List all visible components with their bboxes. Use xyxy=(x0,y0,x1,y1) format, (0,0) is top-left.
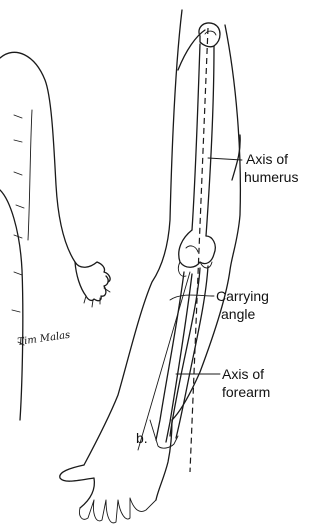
palm-outline xyxy=(156,420,172,500)
humerus-head-detail xyxy=(205,31,216,35)
fingers xyxy=(79,498,156,523)
humerus-head xyxy=(199,23,220,47)
label-axis-forearm-1: Axis of xyxy=(222,366,264,382)
figure-back-line xyxy=(28,110,32,240)
label-axis-humerus-2: humerus xyxy=(244,169,298,185)
label-axis-forearm-2: forearm xyxy=(222,384,270,400)
shoulder-contour xyxy=(178,30,240,180)
arm-inner-contour xyxy=(172,25,240,420)
carrying-angle-leader xyxy=(170,295,214,300)
main-arm xyxy=(84,10,240,465)
figure-shoulder-outline xyxy=(0,52,110,282)
wrist-joint xyxy=(150,420,178,448)
humerus-axis-leader xyxy=(208,158,242,160)
humerus-axis-line xyxy=(190,28,208,472)
artist-signature: Tim Malas xyxy=(17,330,71,348)
label-carrying-angle-2: angle xyxy=(221,306,255,322)
arm-outer-contour xyxy=(84,10,182,465)
background-figure xyxy=(0,52,110,420)
figure-hand-outline xyxy=(75,262,108,301)
ulna-bone xyxy=(170,266,208,438)
label-axis-humerus-1: Axis of xyxy=(246,151,288,167)
panel-label: b. xyxy=(136,430,148,446)
humerus-distal-end xyxy=(179,230,216,267)
figure-torso-side xyxy=(0,190,23,420)
thumb-outline xyxy=(60,465,95,508)
label-carrying-angle-1: Carrying xyxy=(216,288,269,304)
skeleton xyxy=(150,23,220,448)
